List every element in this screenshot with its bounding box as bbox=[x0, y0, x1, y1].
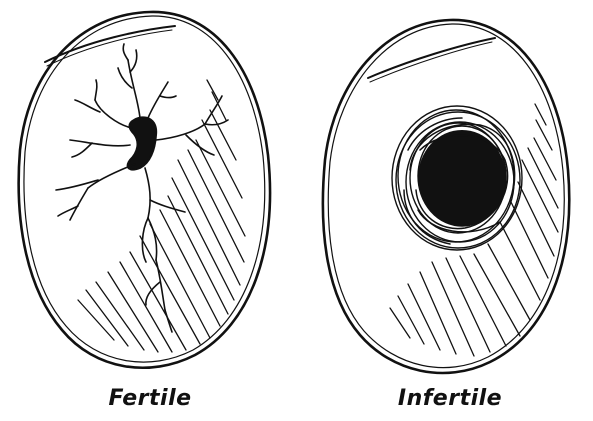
fertile-egg bbox=[19, 12, 270, 368]
infertile-caption: Infertile bbox=[350, 384, 550, 414]
infertile-egg bbox=[323, 20, 569, 373]
fertile-embryo bbox=[128, 117, 157, 169]
fertile-caption: Fertile bbox=[50, 384, 250, 414]
fertile-shading bbox=[78, 80, 245, 352]
fertile-blood-vessels bbox=[56, 44, 228, 332]
